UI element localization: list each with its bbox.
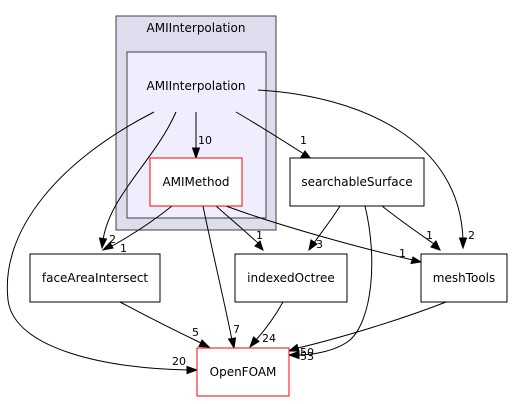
node-openfoam-box xyxy=(196,347,290,397)
edge-method-to-openfoam: 7 xyxy=(202,205,240,350)
node-openfoam-label: OpenFOAM xyxy=(210,365,277,379)
edge-label-meshtools-to-openfoam: 50 xyxy=(300,346,314,359)
edge-method-to-octree: 1 xyxy=(215,205,264,251)
edge-interp-to-face: 2 xyxy=(98,111,177,250)
edge-meshtools-to-openfoam: 50 xyxy=(287,301,447,359)
nodes: AMIMethod searchableSurface faceAreaInte… xyxy=(29,157,508,397)
node-ami-method-box xyxy=(149,157,243,207)
cluster-inner-label: AMIInterpolation xyxy=(147,79,246,93)
node-face-area-intersect-label: faceAreaIntersect xyxy=(42,271,149,285)
edge-label-method-to-openfoam: 7 xyxy=(233,323,240,336)
edge-interp-to-method: 10 xyxy=(191,112,212,160)
node-searchable-surface-label: searchableSurface xyxy=(301,175,412,189)
edge-searchable-to-meshtools: 1 xyxy=(381,205,441,251)
edge-label-searchable-to-meshtools: 1 xyxy=(426,229,433,242)
node-searchable-surface-box xyxy=(289,157,425,207)
cluster-outer-label: AMIInterpolation xyxy=(147,21,246,35)
edge-method-to-meshtools: 1 xyxy=(225,205,423,265)
edges: 10 1 2 20 2 1 xyxy=(6,89,475,375)
edge-label-face-to-openfoam: 5 xyxy=(192,326,199,339)
edge-label-searchable-to-octree: 3 xyxy=(316,238,323,251)
node-indexed-octree-box xyxy=(234,253,348,303)
node-mesh-tools-label: meshTools xyxy=(433,271,496,285)
node-face-area-intersect-box xyxy=(29,253,161,303)
edge-method-to-face: 1 xyxy=(101,205,173,255)
edge-face-to-openfoam: 5 xyxy=(119,301,211,348)
node-ami-method-label: AMIMethod xyxy=(162,175,229,189)
edge-label-searchable-to-openfoam: 53 xyxy=(300,350,314,363)
node-openfoam[interactable]: OpenFOAM xyxy=(196,347,290,397)
edge-label-interp-to-meshtools: 2 xyxy=(468,229,475,242)
edge-label-interp-to-face: 2 xyxy=(109,233,116,246)
node-indexed-octree[interactable]: indexedOctree xyxy=(234,253,348,303)
node-mesh-tools[interactable]: meshTools xyxy=(420,253,508,303)
edge-label-method-to-meshtools: 1 xyxy=(399,247,406,260)
edge-searchable-to-octree: 3 xyxy=(308,205,341,252)
node-mesh-tools-box xyxy=(420,253,508,303)
node-ami-method[interactable]: AMIMethod xyxy=(149,157,243,207)
edge-searchable-to-openfoam: 53 xyxy=(287,205,373,363)
edge-label-method-to-octree: 1 xyxy=(256,229,263,242)
edge-label-interp-to-searchable: 1 xyxy=(300,134,307,147)
edge-octree-to-openfoam: 24 xyxy=(249,301,284,349)
node-searchable-surface[interactable]: searchableSurface xyxy=(289,157,425,207)
edge-label-method-to-face: 1 xyxy=(120,242,127,255)
edge-label-octree-to-openfoam: 24 xyxy=(262,332,276,345)
node-indexed-octree-label: indexedOctree xyxy=(247,271,335,285)
edge-label-interp-to-method: 10 xyxy=(198,134,212,147)
node-face-area-intersect[interactable]: faceAreaIntersect xyxy=(29,253,161,303)
edge-interp-to-openfoam: 20 xyxy=(6,111,199,375)
edge-interp-to-meshtools: 2 xyxy=(257,89,475,250)
edge-label-interp-to-openfoam: 20 xyxy=(172,355,186,368)
